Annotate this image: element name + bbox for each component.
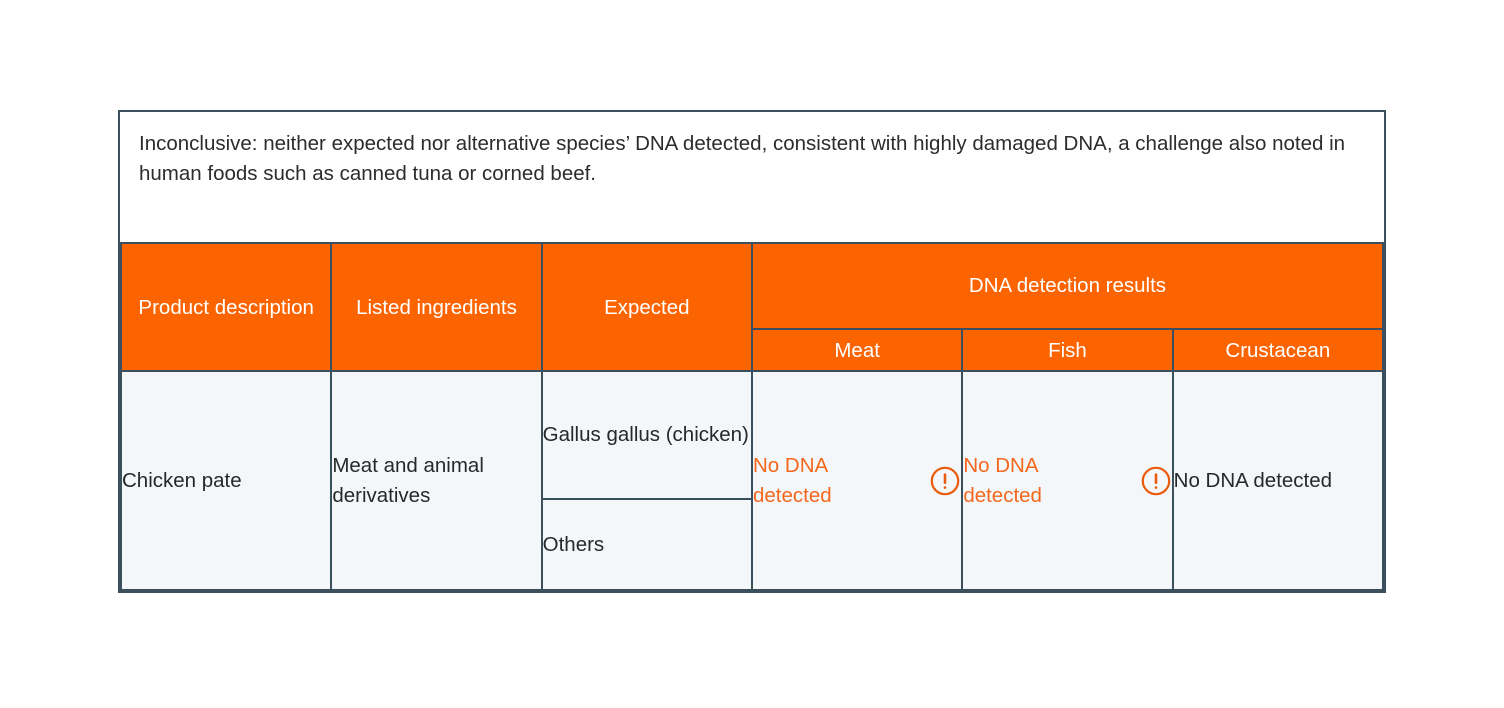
column-header-meat: Meat	[750, 327, 964, 373]
result-crustacean-content: No DNA detected	[1174, 466, 1382, 496]
column-header-crustacean: Crustacean	[1171, 327, 1385, 373]
cell-result-meat: No DNA detected	[750, 370, 964, 591]
cell-expected: Gallus gallus (chicken) Others	[540, 370, 753, 591]
alert-circle-icon	[931, 466, 960, 496]
expected-row-others: Others	[542, 499, 751, 589]
column-header-dna-detection-results: DNA detection results	[750, 241, 1385, 330]
expected-row-species: Gallus gallus (chicken)	[542, 372, 751, 501]
table-header-row-primary: Product description Listed ingredients E…	[119, 241, 1385, 373]
result-fish-text: No DNA detected	[963, 453, 1042, 507]
column-header-listed-ingredients: Listed ingredients	[330, 241, 543, 373]
result-fish-content: No DNA detected	[963, 451, 1171, 511]
column-header-product-description: Product description	[119, 241, 333, 373]
cell-product-description: Chicken pate	[119, 370, 333, 591]
table-row: Chicken pate Meat and animal derivatives…	[119, 370, 1385, 591]
dna-detection-table-container: Inconclusive: neither expected nor alter…	[118, 110, 1386, 593]
result-meat-content: No DNA detected	[753, 451, 961, 511]
expected-species-primary: Gallus gallus (chicken)	[542, 372, 751, 501]
expected-species-others: Others	[542, 499, 751, 589]
expected-split-table: Gallus gallus (chicken) Others	[542, 372, 751, 589]
cell-result-fish: No DNA detected	[961, 370, 1174, 591]
column-header-fish: Fish	[961, 327, 1174, 373]
result-meat-text: No DNA detected	[752, 453, 832, 507]
table-note-row: Inconclusive: neither expected nor alter…	[121, 112, 1383, 244]
inconclusive-note: Inconclusive: neither expected nor alter…	[121, 112, 1383, 244]
table-header-row-secondary: Meat Fish Crustacean	[121, 327, 1385, 373]
dna-detection-table: Inconclusive: neither expected nor alter…	[119, 112, 1385, 591]
result-crustacean-text: No DNA detected	[1173, 468, 1333, 492]
column-header-expected: Expected	[540, 241, 753, 373]
cell-listed-ingredients: Meat and animal derivatives	[330, 370, 543, 591]
cell-result-crustacean: No DNA detected	[1171, 370, 1385, 591]
alert-circle-icon	[1141, 466, 1170, 496]
